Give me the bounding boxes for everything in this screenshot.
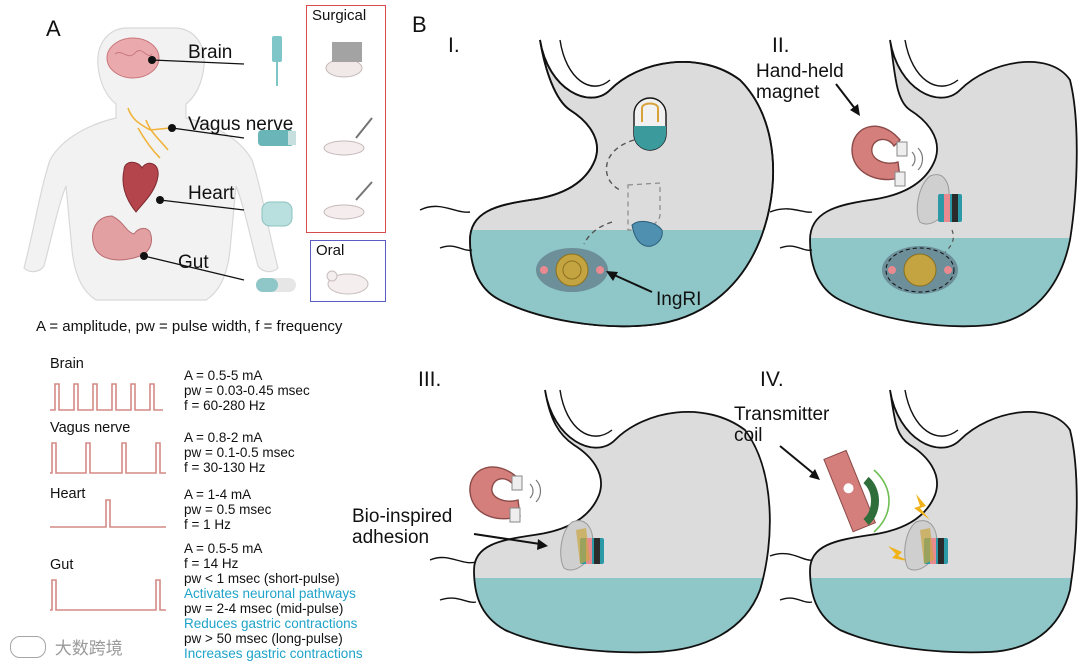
param-line: pw < 1 msec (short-pulse): [184, 571, 340, 586]
parameter-legend: A = amplitude, pw = pulse width, f = fre…: [36, 318, 343, 335]
param-line: pw = 0.5 msec: [184, 502, 272, 517]
params-gut: A = 0.5-5 mA f = 14 Hz pw < 1 msec (shor…: [184, 541, 363, 661]
panel-b-letter: B: [412, 12, 427, 37]
callout-bio-inspired-adhesion: Bio-inspired adhesion: [352, 506, 453, 548]
organ-label-gut: Gut: [178, 252, 209, 273]
param-line: f = 1 Hz: [184, 517, 231, 532]
param-line: pw > 50 msec (long-pulse): [184, 631, 343, 646]
heart-waveform: [50, 499, 166, 528]
brain-shape: [106, 37, 160, 79]
transmitter-coil-icon: [823, 449, 877, 533]
watermark-logo-icon: [10, 635, 46, 658]
stomach-step-1: [419, 39, 775, 328]
pacemaker-icon: [261, 201, 293, 227]
param-effect: Increases gastric contractions: [184, 646, 363, 661]
param-line: A = 0.5-5 mA: [184, 541, 263, 556]
callout-transmitter-coil: Transmitter coil: [734, 404, 830, 446]
gut-shape: [92, 215, 153, 261]
callout-ingri: IngRI: [656, 289, 702, 310]
waveform-title-gut: Gut: [50, 557, 74, 573]
organ-label-heart: Heart: [188, 183, 235, 204]
magnet-icon: [851, 125, 901, 181]
gut-waveform: [50, 579, 166, 611]
oral-box-title: Oral: [316, 242, 345, 259]
param-line: f = 30-130 Hz: [184, 460, 266, 475]
vagus-waveform: [50, 442, 166, 474]
param-effect: Activates neuronal pathways: [184, 586, 356, 601]
param-line: A = 0.5-5 mA: [184, 368, 263, 383]
organ-label-brain: Brain: [188, 42, 233, 63]
heart-shape: [122, 161, 159, 213]
step-numeral-4: IV.: [760, 368, 784, 391]
step-numeral-1: I.: [448, 34, 460, 57]
params-vagus-nerve: A = 0.8-2 mA pw = 0.1-0.5 msec f = 30-13…: [184, 430, 295, 475]
step-numeral-3: III.: [418, 368, 442, 391]
param-line: A = 0.8-2 mA: [184, 430, 263, 445]
organ-label-vagus-nerve: Vagus nerve: [188, 114, 294, 135]
step-numeral-2: II.: [772, 34, 790, 57]
param-line: f = 14 Hz: [184, 556, 239, 571]
surgical-box: Surgical: [306, 5, 386, 233]
param-line: pw = 2-4 msec (mid-pulse): [184, 601, 344, 616]
oral-box: Oral: [310, 240, 386, 302]
params-heart: A = 1-4 mA pw = 0.5 msec f = 1 Hz: [184, 487, 271, 532]
vagus-nerve-shape: [127, 107, 171, 159]
param-line: A = 1-4 mA: [184, 487, 252, 502]
waveform-title-vagus-nerve: Vagus nerve: [50, 420, 131, 436]
lightning-icon: [914, 494, 930, 520]
param-line: pw = 0.1-0.5 msec: [184, 445, 295, 460]
lightning-icon: [888, 546, 912, 562]
waveform-title-heart: Heart: [50, 486, 86, 502]
capsule-icon: [256, 278, 296, 292]
params-brain: A = 0.5-5 mA pw = 0.03-0.45 msec f = 60-…: [184, 368, 310, 413]
waveform-title-brain: Brain: [50, 356, 84, 372]
brain-electrode-icon: [272, 36, 282, 86]
brain-waveform: [50, 383, 163, 411]
param-line: f = 60-280 Hz: [184, 398, 266, 413]
param-line: pw = 0.03-0.45 msec: [184, 383, 310, 398]
surgical-rat-images: [323, 42, 373, 220]
oral-rat-image: [326, 270, 369, 295]
param-effect: Reduces gastric contractions: [184, 616, 358, 631]
callout-hand-held-magnet: Hand-held magnet: [756, 61, 844, 103]
panel-a-letter: A: [46, 16, 61, 41]
watermark: 大数跨境: [10, 634, 123, 659]
vagus-cuff-icon: [258, 130, 296, 146]
watermark-text: 大数跨境: [54, 639, 123, 658]
surgical-box-title: Surgical: [312, 7, 367, 24]
